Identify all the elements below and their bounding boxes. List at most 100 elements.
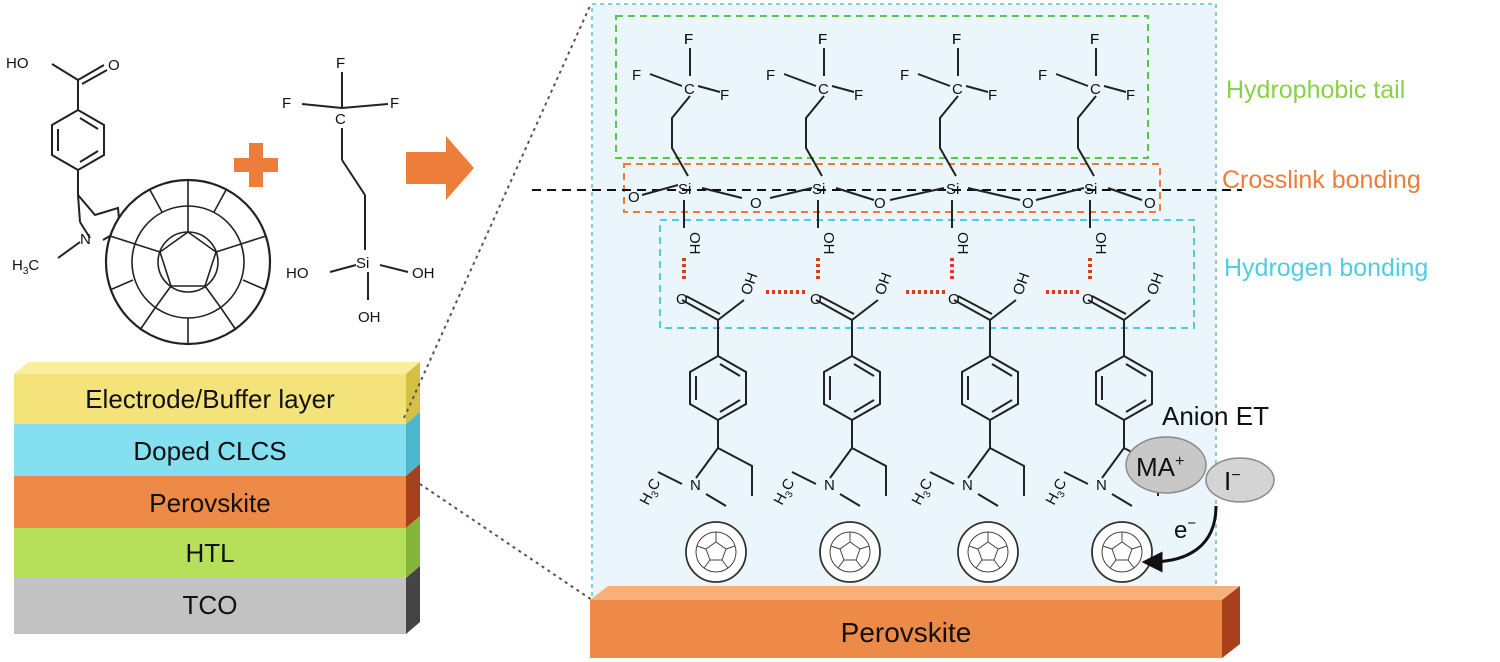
zoom-f-top-label: F: [684, 31, 693, 48]
zoom-acid-oh-label: OH: [738, 270, 762, 297]
zoom-c-label: C: [1090, 81, 1101, 98]
plus-icon: [234, 143, 278, 187]
bridge-o-1: O: [628, 189, 640, 206]
stack-layer-perovskite-label: Perovskite: [149, 488, 270, 518]
zoom-si-label: Si: [678, 181, 691, 198]
zoom-f-top-label: F: [1090, 31, 1099, 48]
ma-label: MA+: [1136, 452, 1184, 482]
device-stack: Electrode/Buffer layer Doped CLCS Perovs…: [14, 362, 420, 634]
si-atom-label: Si: [356, 255, 369, 272]
iodide-label: I−: [1224, 466, 1241, 496]
zoom-acid-oh-label: OH: [1010, 270, 1034, 297]
stack-layer-clcs-label: Doped CLCS: [133, 436, 286, 466]
bridge-o-2: O: [750, 195, 762, 212]
zoom-c-label: C: [684, 81, 695, 98]
anion-et-group: Anion ET MA+ I− e−: [1125, 401, 1275, 573]
zoom-f-left-label: F: [900, 67, 909, 84]
oh-right-label: OH: [412, 265, 435, 282]
zoom-f-top-label: F: [818, 31, 827, 48]
silanetriol-molecule: [301, 72, 409, 300]
zoom-si-label: Si: [1084, 181, 1097, 198]
siloxane-backbone: [641, 184, 1143, 201]
zoom-f-left-label: F: [766, 67, 775, 84]
f-top-label: F: [336, 55, 345, 72]
zoom-acid-o-label: O: [948, 291, 960, 308]
anion-et-label: Anion ET: [1162, 401, 1269, 431]
zoom-acid-oh-label: OH: [872, 270, 896, 297]
zoom-silanol-label: OH: [686, 232, 703, 255]
crosslink-box: [623, 163, 1161, 213]
cooh-ho-label: HO: [6, 55, 29, 72]
molecular-units: FFFFCSiOOHOHNH3CFFFFCSiOOHOHNH3CFFFFCSiO…: [632, 31, 1167, 583]
zoom-n-label: N: [690, 477, 701, 494]
fullerene-ball-left: [104, 178, 272, 346]
zoom-f-top-label: F: [952, 31, 961, 48]
zoom-f-top-label: F: [1090, 31, 1099, 48]
zoom-silanol-label: OH: [954, 232, 971, 255]
stack-layer-electrode-label: Electrode/Buffer layer: [85, 384, 335, 414]
perovskite-substrate: Perovskite: [590, 586, 1240, 658]
stack-layer-clcs: Doped CLCS: [14, 412, 420, 476]
zoom-si-label: Si: [812, 181, 825, 198]
zoom-acid-o-label: O: [676, 291, 688, 308]
zoom-f-right-label: F: [854, 87, 863, 104]
zoom-f-left-label: F: [1038, 67, 1047, 84]
zoom-f-top-label: F: [818, 31, 827, 48]
zoom-f-top-label: F: [952, 31, 961, 48]
zoom-n-label: N: [962, 477, 973, 494]
bridge-o-4: O: [1022, 195, 1034, 212]
legend-crosslink-bonding: Crosslink bonding: [1222, 166, 1421, 194]
c-atom-label: C: [335, 111, 346, 128]
f-left-label: F: [282, 95, 291, 112]
zoom-si-label: Si: [946, 181, 959, 198]
hydrophobic-tail-box: [615, 15, 1149, 159]
stack-layer-tco-label: TCO: [183, 590, 238, 620]
n-atom-label: N: [80, 231, 91, 248]
stack-layer-perovskite: Perovskite: [14, 464, 420, 528]
stack-layer-htl: HTL: [14, 516, 420, 578]
region-legend: Hydrophobic tail Crosslink bonding Hydro…: [1222, 76, 1428, 282]
substrate-label: Perovskite: [841, 617, 972, 648]
oh-bottom-label: OH: [358, 309, 381, 326]
legend-hydrogen-bonding: Hydrogen bonding: [1224, 254, 1428, 282]
siloxane-oxygens: O O O O O: [628, 189, 1156, 212]
f-right-label: F: [390, 95, 399, 112]
hydrogen-bond-box: [659, 219, 1195, 329]
fullerene-acid-molecule: [51, 63, 121, 259]
bridge-o-5: O: [1144, 195, 1156, 212]
zoom-f-right-label: F: [720, 87, 729, 104]
electron-label: e−: [1174, 515, 1196, 544]
electron-transfer-arrow-icon: [1141, 505, 1218, 573]
iodide-ellipse: [1205, 457, 1275, 503]
cooh-o-label: O: [108, 57, 120, 74]
zoom-guide-lines: [403, 5, 593, 601]
stack-layer-htl-label: HTL: [185, 538, 234, 568]
zoom-n-label: N: [1096, 477, 1107, 494]
stack-layer-tco: TCO: [14, 566, 420, 634]
zoom-f-right-label: F: [1126, 87, 1135, 104]
silanetriol-labels: F F F C Si HO OH OH: [282, 55, 435, 326]
oh-left-label: HO: [286, 265, 309, 282]
bridge-o-3: O: [874, 195, 886, 212]
zoom-f-right-label: F: [988, 87, 997, 104]
zoom-panel: [591, 3, 1217, 605]
legend-hydrophobic-tail: Hydrophobic tail: [1226, 76, 1405, 104]
zoom-c-label: C: [952, 81, 963, 98]
zoom-f-left-label: F: [632, 67, 641, 84]
ma-cation-ellipse: [1125, 436, 1207, 494]
methyl-label: H3C: [12, 257, 39, 277]
zoom-f-top-label: F: [684, 31, 693, 48]
zoom-n-label: N: [824, 477, 835, 494]
reaction-arrow-icon: [406, 136, 474, 200]
zoom-acid-o-label: O: [810, 291, 822, 308]
zoom-acid-o-label: O: [1082, 291, 1094, 308]
zoom-silanol-label: OH: [820, 232, 837, 255]
zoom-silanol-label: OH: [1092, 232, 1109, 255]
fullerene-acid-labels: HO O N H3C: [6, 55, 120, 277]
stack-layer-electrode: Electrode/Buffer layer: [14, 362, 420, 424]
